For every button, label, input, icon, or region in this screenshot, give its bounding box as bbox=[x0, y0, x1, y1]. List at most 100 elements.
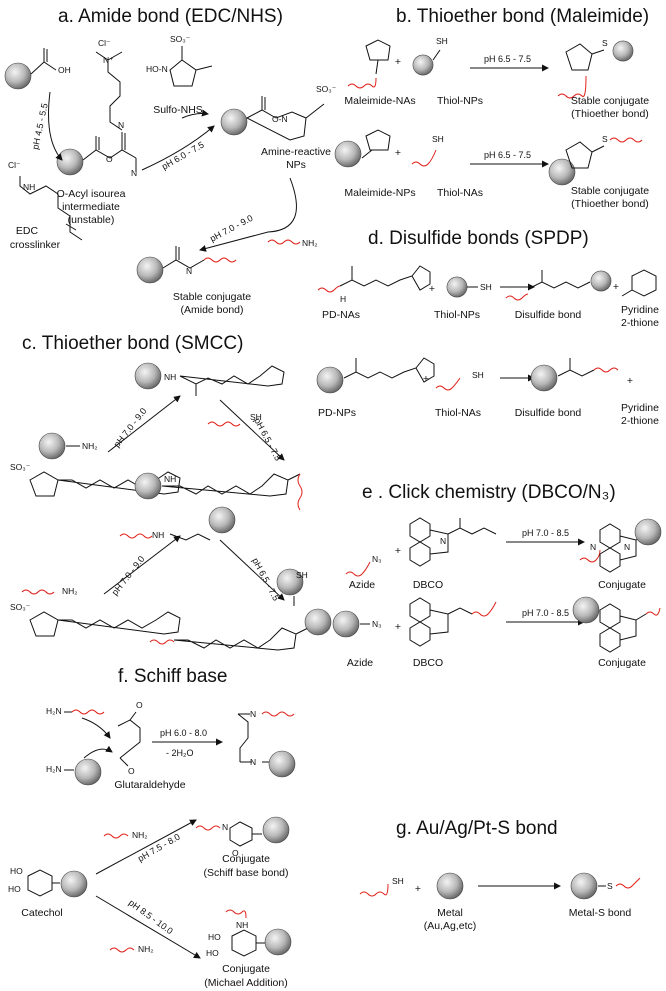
n-label: N bbox=[118, 120, 124, 130]
nh2-label: NH₂ bbox=[132, 830, 148, 840]
nucleic-acid-strand bbox=[267, 239, 301, 245]
nh-label: NH bbox=[164, 474, 176, 484]
section-b-thioether-maleimide: b. Thioether bond (Maleimide) + SH pH 6.… bbox=[334, 6, 649, 210]
h2n-label: H₂N bbox=[46, 706, 62, 716]
nanoparticle bbox=[134, 362, 162, 390]
thiol-nas-label: Thiol-NAs bbox=[437, 187, 483, 199]
plus-sign: + bbox=[627, 375, 633, 387]
ph-label: pH 6.5 - 7.5 bbox=[484, 54, 531, 64]
arrow-amine-2 bbox=[83, 745, 113, 759]
azide-name: Azide bbox=[347, 657, 373, 669]
thioether-bond-label: (Thioether bond) bbox=[571, 198, 649, 210]
thiol-label: SH bbox=[480, 282, 492, 292]
nanoparticle bbox=[56, 148, 84, 176]
nanoparticle bbox=[60, 870, 88, 898]
nanoparticle bbox=[134, 472, 162, 500]
ph-label: pH 6.0 - 8.0 bbox=[160, 728, 207, 738]
o-label: O bbox=[106, 154, 113, 164]
chloride-label-2: Cl⁻ bbox=[8, 160, 21, 170]
thiol-label: SH bbox=[392, 876, 404, 886]
nh2-label: NH₂ bbox=[138, 944, 154, 954]
section-b-title: b. Thioether bond (Maleimide) bbox=[396, 6, 649, 27]
maleimide-nas-label: Maleimide-NAs bbox=[344, 95, 415, 107]
n-label: N bbox=[250, 757, 256, 767]
ph-label: pH 7.0 - 8.5 bbox=[522, 608, 569, 618]
ph-label: pH 7.0 - 9.0 bbox=[112, 406, 149, 449]
metal-examples-label: (Au,Ag,etc) bbox=[424, 920, 477, 932]
arrow-down-right bbox=[219, 399, 285, 461]
section-c-smcc: c. Thioether bond (SMCC) NH NH₂ pH 7.0 -… bbox=[10, 333, 332, 651]
pd-nas-label: PD-NAs bbox=[322, 309, 360, 321]
thiol-label: SH bbox=[296, 570, 308, 580]
ho-label: HO bbox=[208, 932, 221, 942]
so3-label: SO₃⁻ bbox=[170, 34, 191, 44]
amide-bond-label: (Amide bond) bbox=[180, 304, 243, 316]
oh-label: OH bbox=[58, 65, 71, 75]
nanoparticle bbox=[38, 432, 66, 460]
thiol-label: SH bbox=[472, 370, 484, 380]
nanoparticle bbox=[4, 62, 32, 90]
nh-label: NH bbox=[164, 372, 176, 382]
nh2-label: NH₂ bbox=[302, 238, 318, 248]
arrow-edc bbox=[48, 91, 63, 161]
o-n-label: O-N bbox=[272, 114, 288, 124]
nh-label: NH bbox=[236, 920, 248, 930]
nanoparticle bbox=[208, 506, 236, 534]
plus-sign: + bbox=[429, 283, 435, 295]
ph-label-3: pH 7.0 - 9.0 bbox=[208, 213, 254, 244]
section-a-title: a. Amide bond (EDC/NHS) bbox=[58, 6, 283, 27]
disulfide-bond-label: Disulfide bond bbox=[515, 407, 582, 419]
ph-label-2: pH 6.0 - 7.5 bbox=[160, 140, 206, 172]
disulfide-bond-label: Disulfide bond bbox=[515, 309, 582, 321]
azide-label: N₃ bbox=[372, 554, 382, 564]
carboxyl-bond bbox=[30, 61, 57, 75]
thiol-label: SH bbox=[250, 412, 262, 422]
nh-label: NH bbox=[152, 530, 164, 540]
plus-sign: + bbox=[395, 56, 401, 68]
conjugate-label: Conjugate bbox=[222, 853, 270, 865]
metal-nanoparticle bbox=[436, 872, 464, 900]
nh2-label: NH₂ bbox=[62, 586, 78, 596]
stable-conjugate-label: Stable conjugate bbox=[571, 185, 649, 197]
o-label: O bbox=[136, 700, 143, 710]
ph-label: pH 8.5 - 10.0 bbox=[127, 898, 175, 937]
nanoparticle bbox=[590, 270, 612, 292]
nanoparticle bbox=[262, 816, 290, 844]
nh2-label: NH₂ bbox=[82, 441, 98, 451]
section-e-title: e . Click chemistry (DBCO/N₃) bbox=[362, 482, 616, 503]
nh-label: N bbox=[186, 266, 192, 276]
triazole-label: N bbox=[590, 542, 596, 552]
ph-label: pH 7.0 - 9.0 bbox=[110, 554, 147, 597]
nanoparticle bbox=[446, 276, 468, 298]
arrow-nhs bbox=[141, 125, 215, 171]
metal-nanoparticle bbox=[570, 872, 598, 900]
thione-label: 2-thione bbox=[621, 415, 659, 427]
plus-sign: + bbox=[423, 373, 429, 385]
nanoparticle bbox=[136, 256, 164, 284]
nanoparticle bbox=[634, 518, 662, 546]
section-f-title: f. Schiff base bbox=[118, 666, 228, 687]
ho-label: HO bbox=[10, 866, 23, 876]
oacyl-label-1: O-Acyl isourea bbox=[57, 188, 126, 200]
nanoparticle bbox=[316, 366, 344, 394]
maleimide-nps-label: Maleimide-NPs bbox=[344, 187, 415, 199]
azide-label: N₃ bbox=[372, 619, 382, 629]
catechol-label: Catechol bbox=[21, 907, 62, 919]
ph-label: pH 6.5 - 7.5 bbox=[250, 556, 281, 602]
thiol-label: SH bbox=[432, 134, 444, 144]
michael-addition-label: (Michael Addition) bbox=[204, 977, 287, 989]
o-label: O bbox=[128, 766, 135, 776]
ph-label: pH 6.5 - 7.5 bbox=[252, 416, 283, 462]
nanoparticle bbox=[74, 758, 102, 786]
ho-label: HO bbox=[206, 948, 219, 958]
nh-label: H bbox=[340, 294, 346, 304]
nanoparticle bbox=[412, 54, 434, 76]
section-c-title: c. Thioether bond (SMCC) bbox=[22, 333, 243, 354]
section-e-click-chemistry: e . Click chemistry (DBCO/N₃) N₃ + N pH … bbox=[332, 482, 662, 669]
sulfo-nhs-label: Sulfo-NHS bbox=[153, 104, 203, 116]
pyridine-label: Pyridine bbox=[621, 304, 659, 316]
conjugate-label: Conjugate bbox=[598, 657, 646, 669]
ph-label: pH 7.0 - 8.5 bbox=[522, 528, 569, 538]
section-a-amide-bond: a. Amide bond (EDC/NHS) OH Cl⁻ N⁺ O N N … bbox=[4, 6, 337, 316]
